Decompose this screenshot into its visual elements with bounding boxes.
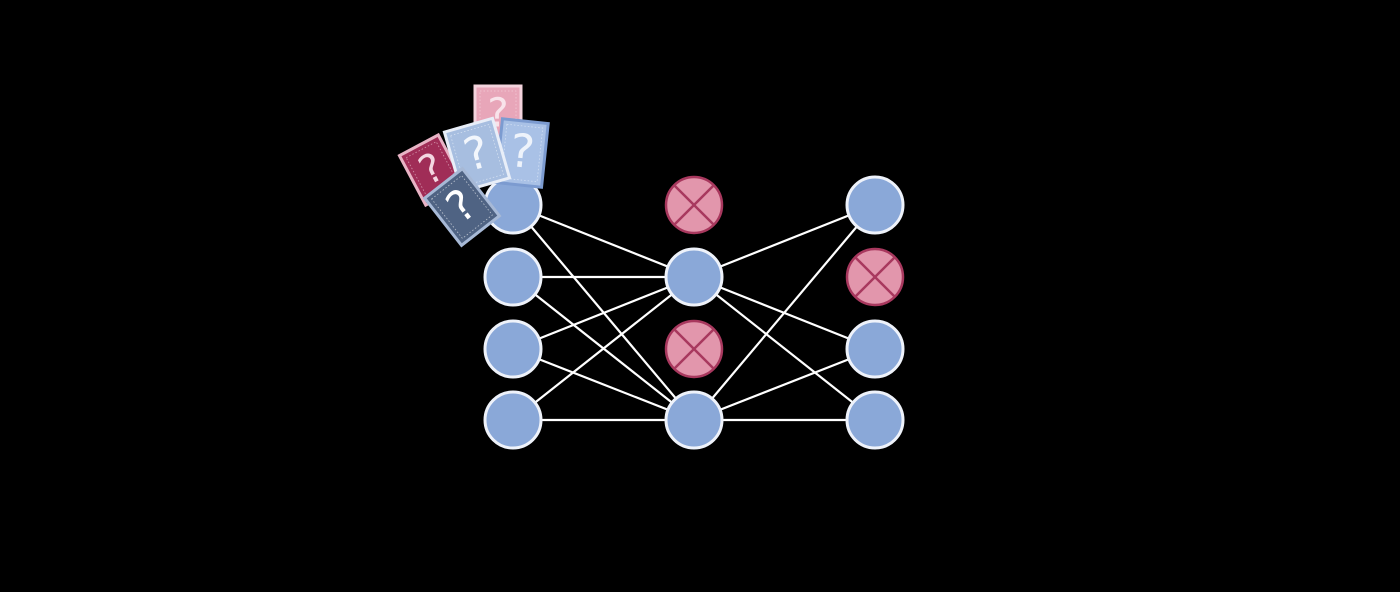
neuron-input-2 bbox=[483, 247, 543, 307]
connection-hidden-2-output-4 bbox=[693, 276, 876, 421]
neuron-input-4 bbox=[483, 390, 543, 450]
connection-input-1-hidden-2 bbox=[512, 203, 695, 279]
neuron-output-3 bbox=[845, 319, 905, 379]
question-mark-icon: ? bbox=[507, 123, 537, 179]
connections bbox=[512, 203, 876, 422]
connection-hidden-2-output-1 bbox=[693, 203, 876, 279]
neuron-hidden-2 bbox=[664, 247, 724, 307]
connection-input-3-hidden-2 bbox=[512, 275, 695, 351]
neurons bbox=[483, 175, 905, 450]
neuron-hidden-4 bbox=[664, 390, 724, 450]
card-slate: ? bbox=[422, 166, 502, 248]
neuron-output-1 bbox=[845, 175, 905, 235]
dropped-neuron-hidden-3 bbox=[664, 319, 724, 379]
x-cross-icon bbox=[673, 328, 715, 370]
neuron-input-3 bbox=[483, 319, 543, 379]
dropped-neuron-output-2 bbox=[845, 247, 905, 307]
connection-hidden-4-output-1 bbox=[693, 204, 876, 421]
question-cards: ????? bbox=[397, 84, 550, 248]
dropped-neuron-hidden-1 bbox=[664, 175, 724, 235]
connection-input-3-hidden-4 bbox=[512, 347, 695, 422]
x-cross-icon bbox=[854, 256, 896, 298]
x-cross-icon bbox=[673, 184, 715, 226]
connection-hidden-4-output-3 bbox=[693, 347, 876, 422]
connection-input-4-hidden-2 bbox=[512, 276, 695, 421]
neuron-output-4 bbox=[845, 390, 905, 450]
